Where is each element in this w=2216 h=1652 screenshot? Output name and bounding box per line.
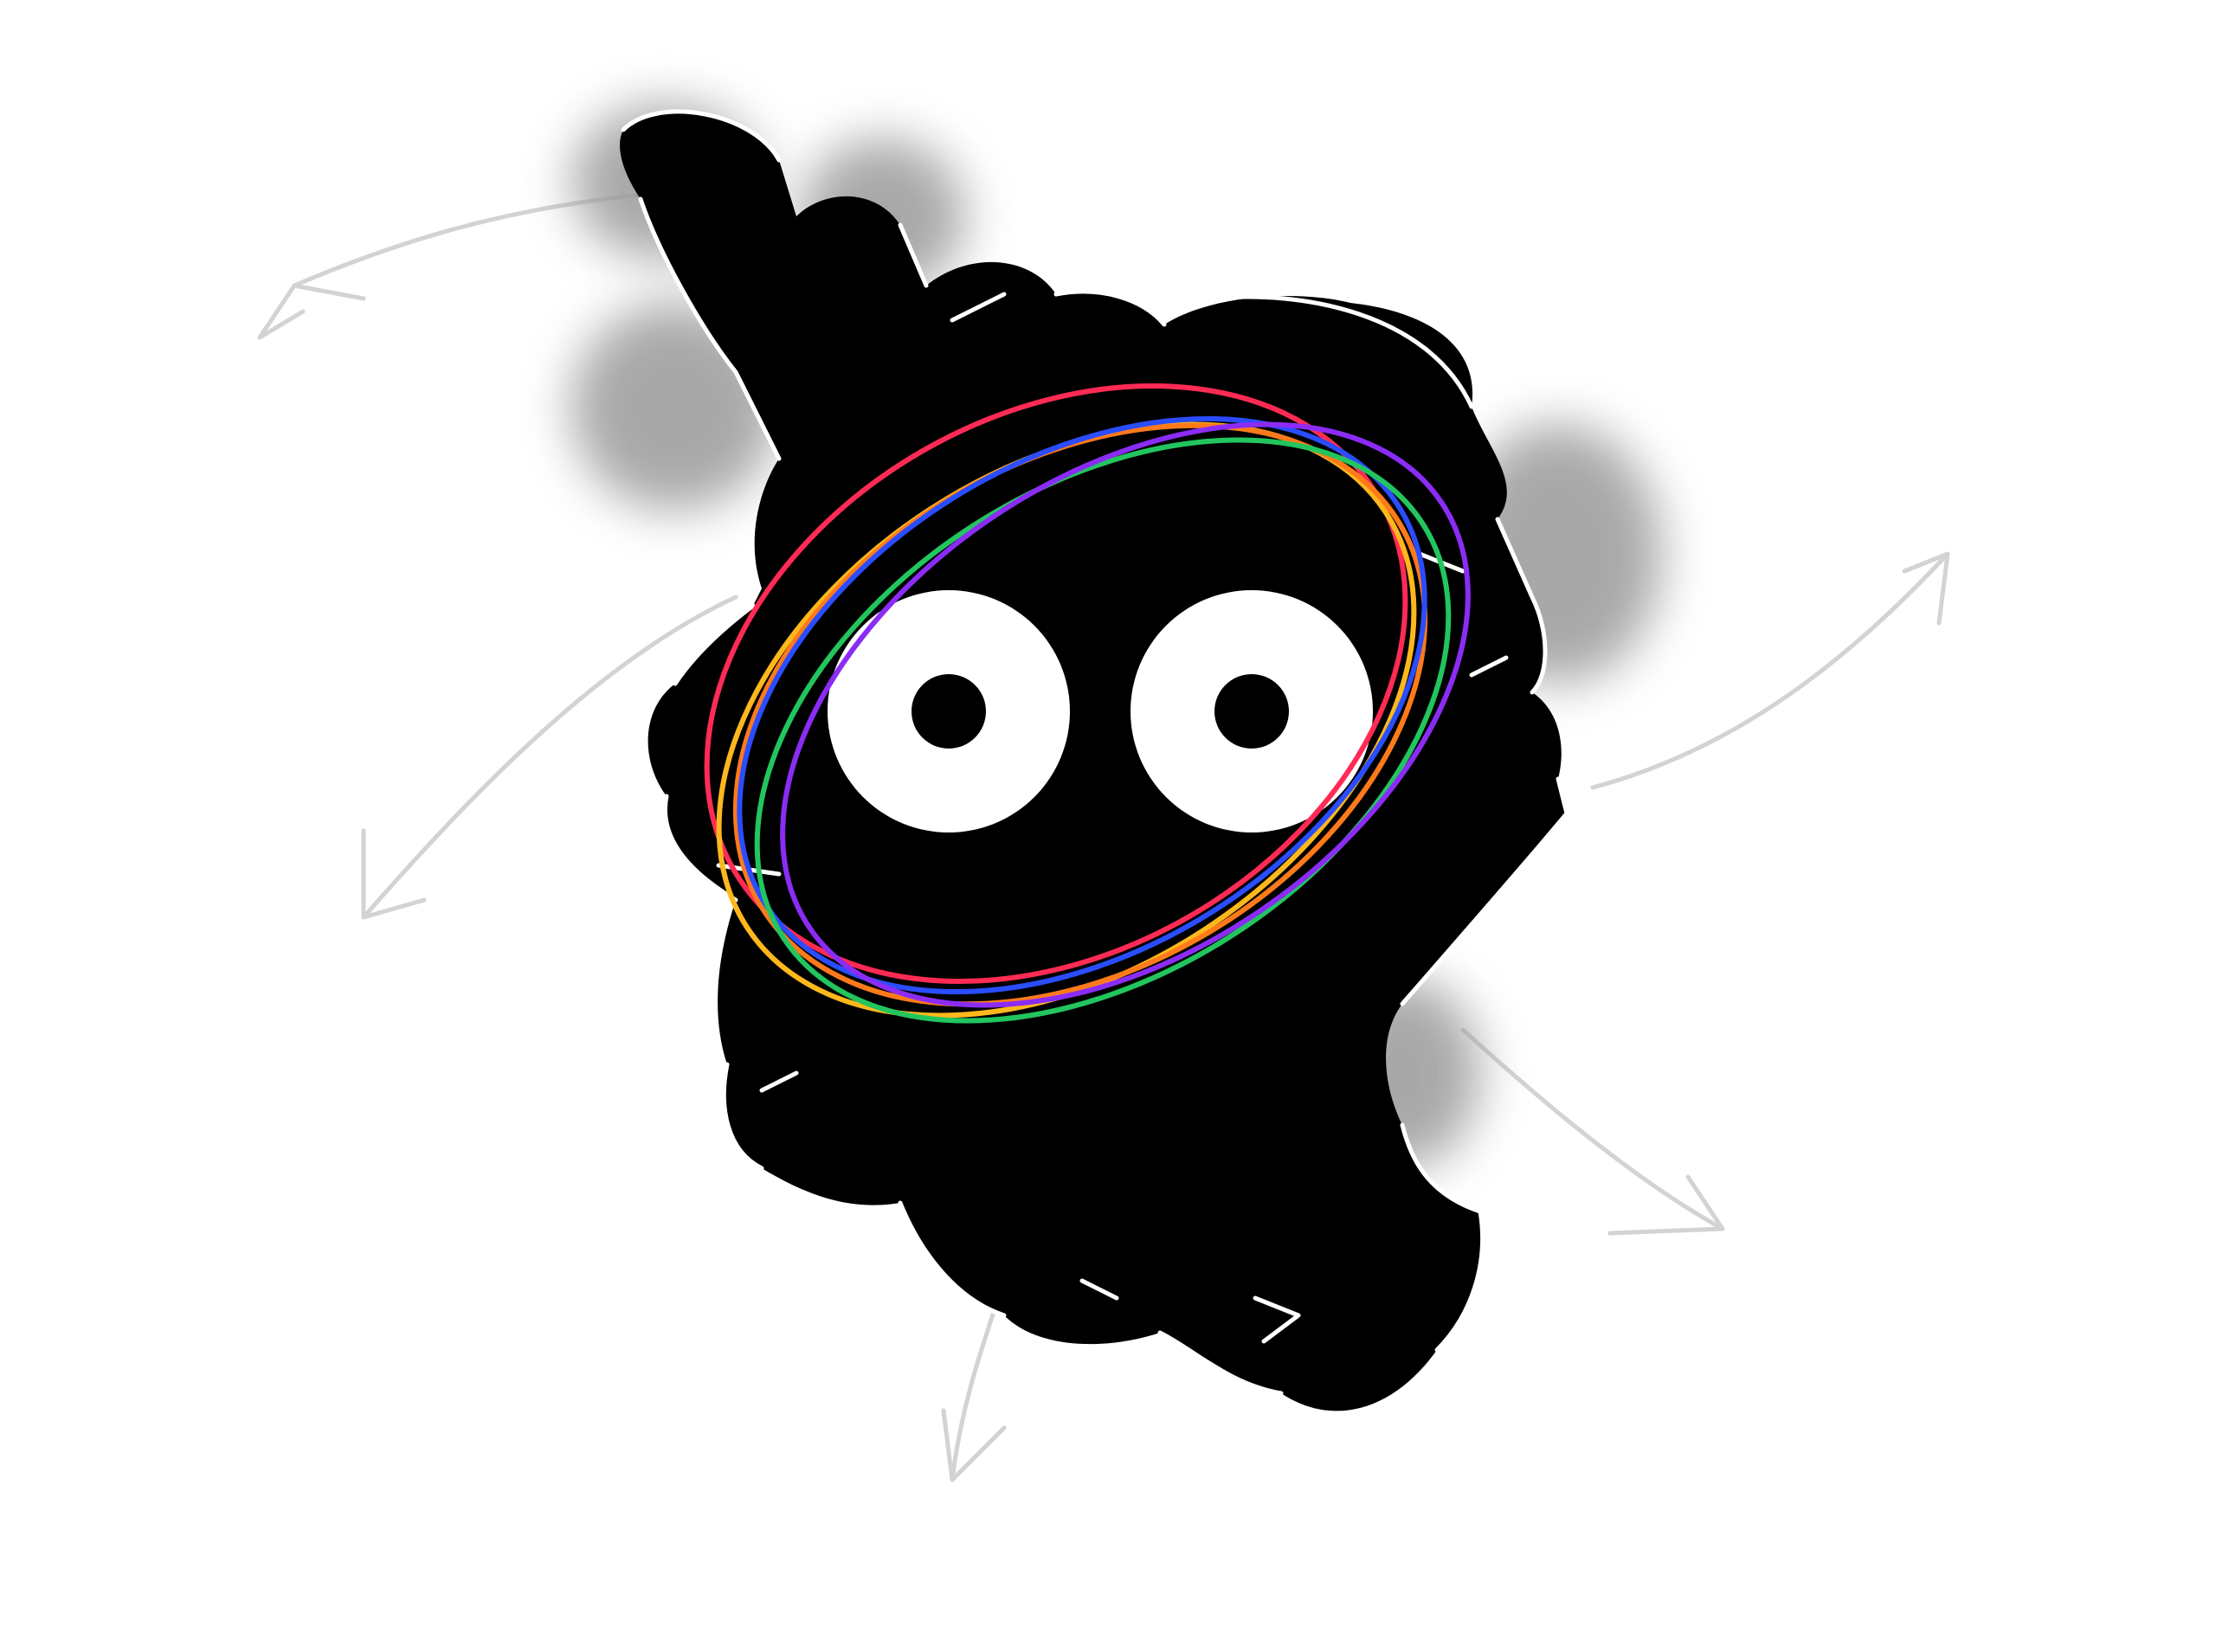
body-outline-sketch xyxy=(621,109,1569,1396)
outline-top xyxy=(621,109,1474,409)
arrow-right xyxy=(1590,551,1950,790)
left-eye-pupil xyxy=(912,674,986,749)
outline-bottom xyxy=(721,1062,1284,1396)
eyes xyxy=(828,590,1373,832)
arrow-bottom-right xyxy=(1460,1027,1725,1236)
arrow-bottom xyxy=(941,1304,1007,1482)
ring-green xyxy=(754,437,1452,1024)
ring-purple xyxy=(780,421,1471,1008)
outline-left xyxy=(638,196,782,903)
character-body xyxy=(620,111,1568,1411)
body-silhouette xyxy=(620,111,1568,1411)
right-eye-pupil xyxy=(1214,674,1289,749)
arrow-left xyxy=(361,595,738,920)
colorful-rings xyxy=(704,383,1471,1024)
sketch-arrows xyxy=(257,192,1950,1482)
outline-right xyxy=(1400,517,1569,1353)
